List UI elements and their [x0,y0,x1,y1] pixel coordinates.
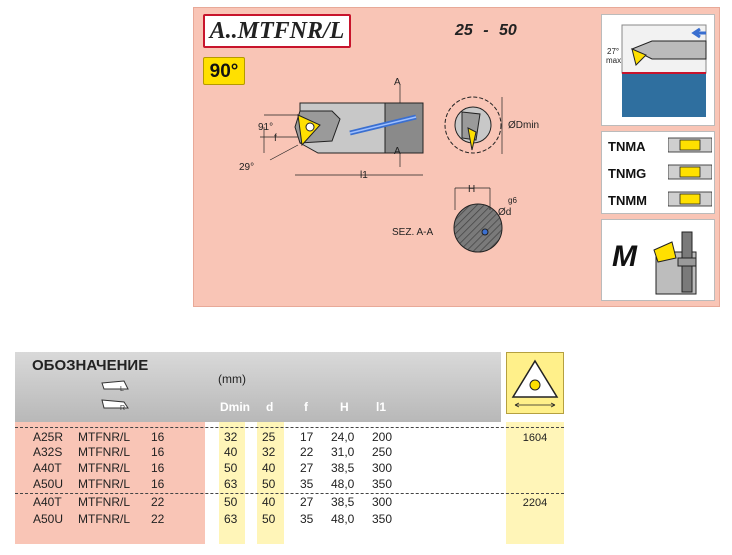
svg-text:R: R [120,405,125,411]
table-rule [15,493,564,494]
table-rule [15,427,564,428]
max-angle-label: 27° [607,47,620,56]
boring-setup-box [601,14,715,126]
insert-size-column-bg [506,422,564,544]
tool-drawing-icon [260,85,424,176]
insert-types-box: TNMA TNMG TNMM [601,131,715,214]
dim-l1-label: l1 [360,170,368,181]
insert-size-1604: 1604 [522,432,548,444]
cross-section-icon [453,187,503,253]
tolerance-label: g6 [508,196,517,205]
insert-size-2204: 2204 [522,497,548,509]
right-hand-holder-icon: L [101,380,129,392]
col-header-dmin: Dmin [220,400,250,414]
section-marker-bottom: A [394,146,401,157]
front-view-icon [444,96,503,154]
insert-type-tnmm: TNMM [608,193,647,208]
col-header-d: d [266,400,274,414]
dim-d-label: Ød [498,207,512,218]
boring-setup-icon [621,24,707,117]
col-header-l1: l1 [376,400,387,414]
insert-profiles-icon [668,137,712,207]
left-hand-holder-icon: R [101,399,129,411]
insert-type-tnmg: TNMG [608,166,647,181]
insert-shape-box [506,352,564,414]
product-title: A..MTFNR/L [203,14,351,48]
section-label: SEZ. A-A [392,227,434,238]
unit-label: (mm) [218,372,246,386]
svg-text:L: L [120,386,124,392]
table-header [15,352,501,422]
insert-triangle-icon [511,359,559,408]
clamp-m-icon [653,231,697,295]
d-column-bg [257,422,284,544]
col-header-f: f [304,400,308,414]
dmin-label: ØDmin [508,120,540,131]
insert-type-tnma: TNMA [608,139,646,154]
dim-h-label: H [468,184,476,195]
diameter-range: 25 - 50 [455,22,517,39]
max-label: max [606,56,622,65]
dim-f-label: f [274,133,277,144]
section-marker-top: A [394,77,401,88]
dmin-column-bg [219,422,245,544]
angle-91-label: 91° [258,122,274,133]
col-header-h: H [340,400,349,414]
angle-29-label: 29° [239,162,255,173]
designation-column-bg [15,422,205,544]
designation-title: ОБОЗНАЧЕНИЕ [32,357,149,374]
clamp-type-box: M [601,219,715,301]
clamp-letter: M [612,240,637,273]
angle-badge: 90° [203,57,245,85]
